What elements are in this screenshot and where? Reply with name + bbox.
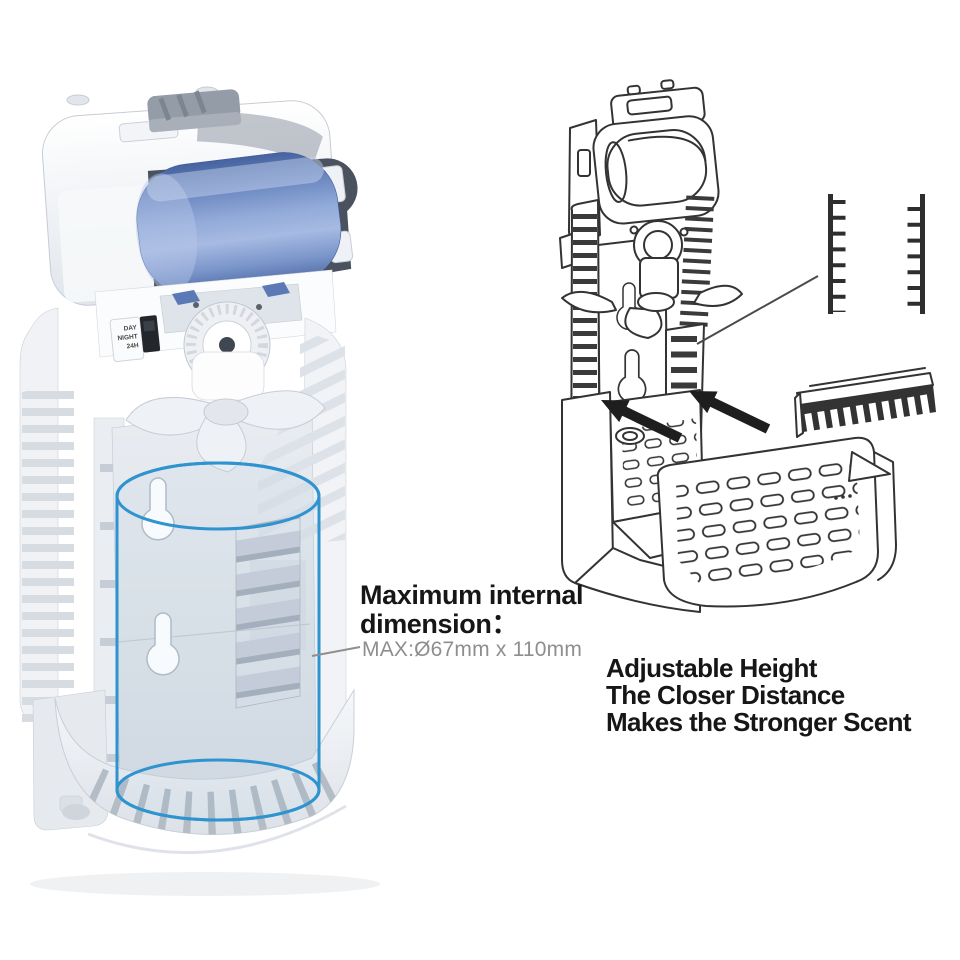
switch-label-24h: 24H xyxy=(126,342,139,350)
battery xyxy=(135,152,354,297)
motor xyxy=(159,282,303,401)
adjustable-height-line2: The Closer Distance xyxy=(606,680,845,710)
cutaway-device-figure: DAY NIGHT 24H xyxy=(19,86,380,896)
la-comb-piece xyxy=(794,367,936,438)
max-dimension-annotation-value: MAX:Ø67mm x 110mm xyxy=(362,638,583,661)
switch-label-day: DAY xyxy=(123,324,137,332)
la-basket xyxy=(561,389,897,613)
max-dimension-cylinder-highlight xyxy=(115,461,321,822)
la-vent-panel xyxy=(656,436,879,608)
adjustable-height-annotation: Adjustable Height The Closer Distance Ma… xyxy=(606,653,912,737)
mode-switch: DAY NIGHT 24H xyxy=(109,315,161,362)
max-dimension-annotation-title: Maximum internal dimension： xyxy=(360,580,584,639)
height-scale-rulers xyxy=(828,194,925,314)
switch-label-night: NIGHT xyxy=(117,333,138,342)
vented-base xyxy=(32,688,355,855)
internal-cavity xyxy=(111,330,345,791)
ratchet-rack xyxy=(235,515,301,709)
la-fan xyxy=(561,284,743,339)
adjustable-height-line1: Adjustable Height xyxy=(606,653,817,683)
la-motor xyxy=(629,220,689,299)
adjustable-height-line3: Makes the Stronger Scent xyxy=(606,707,912,737)
device-shadow xyxy=(30,872,380,896)
max-dimension-title-line1: Maximum internal xyxy=(360,580,584,610)
line-art-figure xyxy=(559,79,936,613)
max-dimension-title-line2: dimension： xyxy=(360,609,519,639)
fan-blades xyxy=(125,390,326,473)
annotation-leader-line xyxy=(311,646,361,657)
louver-fins xyxy=(258,330,345,548)
cap-slider-clip xyxy=(118,89,242,143)
scale-leader-line xyxy=(696,275,819,345)
